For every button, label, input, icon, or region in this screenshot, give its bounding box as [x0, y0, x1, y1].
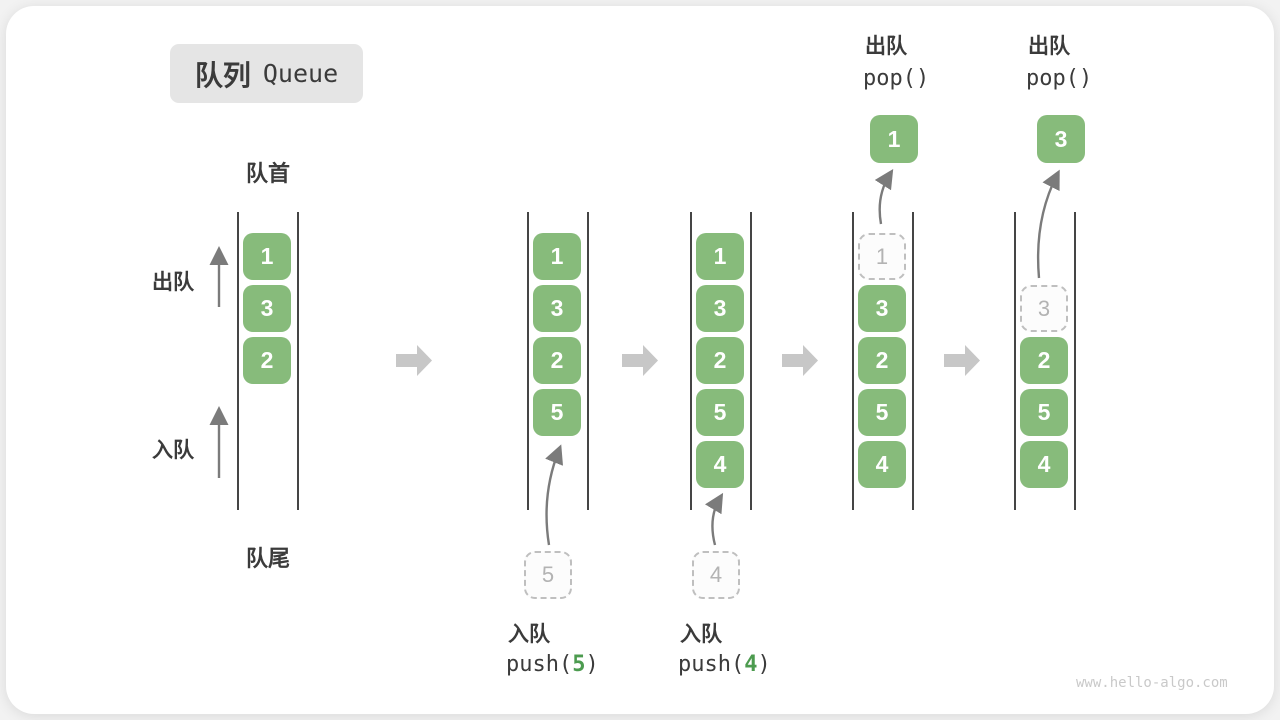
queue-item: 1 — [243, 233, 291, 280]
popped-item: 3 — [1037, 115, 1085, 163]
queue-wall — [297, 212, 299, 510]
label-queue-front: 队首 — [245, 161, 291, 186]
step-arrow-icon — [396, 345, 432, 376]
queue-wall — [1014, 212, 1016, 510]
op-code-push: push(4) — [678, 652, 771, 677]
queue-item: 2 — [696, 337, 744, 384]
queue-item-ghost: 3 — [1020, 285, 1068, 332]
queue-item: 2 — [858, 337, 906, 384]
label-dequeue: 出队 — [152, 271, 194, 294]
queue-item: 5 — [1020, 389, 1068, 436]
queue-wall — [237, 212, 239, 510]
popped-item: 1 — [870, 115, 918, 163]
queue-item: 2 — [1020, 337, 1068, 384]
step-arrow-icon — [944, 345, 980, 376]
label-queue-rear: 队尾 — [245, 546, 291, 571]
queue-item: 3 — [533, 285, 581, 332]
step-arrow-icon — [622, 345, 658, 376]
op-label-enqueue: 入队 — [508, 623, 550, 646]
queue-wall — [1074, 212, 1076, 510]
incoming-item-ghost: 4 — [692, 551, 740, 599]
op-code-push: push(5) — [506, 652, 599, 677]
label-enqueue: 入队 — [152, 439, 194, 462]
title-zh: 队列 — [194, 59, 251, 91]
pop-3-arrow-icon — [1036, 169, 1060, 279]
op-label-dequeue: 出队 — [1028, 35, 1070, 58]
title-en: Queue — [262, 59, 339, 88]
title-badge: 队列 Queue — [170, 44, 363, 103]
op-label-enqueue: 入队 — [680, 623, 722, 646]
watermark: www.hello-algo.com — [1076, 675, 1228, 691]
queue-item: 2 — [243, 337, 291, 384]
queue-wall — [690, 212, 692, 510]
queue-item: 2 — [533, 337, 581, 384]
queue-item-ghost: 1 — [858, 233, 906, 280]
queue-item: 5 — [696, 389, 744, 436]
queue-wall — [912, 212, 914, 510]
queue-item: 5 — [858, 389, 906, 436]
push-5-arrow-icon — [545, 444, 564, 546]
incoming-item-ghost: 5 — [524, 551, 572, 599]
queue-item: 5 — [533, 389, 581, 436]
queue-item: 3 — [243, 285, 291, 332]
queue-wall — [587, 212, 589, 510]
queue-item: 4 — [858, 441, 906, 488]
pop-1-arrow-icon — [874, 168, 894, 225]
queue-item: 4 — [696, 441, 744, 488]
queue-wall — [750, 212, 752, 510]
queue-wall — [852, 212, 854, 510]
queue-wall — [527, 212, 529, 510]
queue-item: 3 — [696, 285, 744, 332]
queue-item: 1 — [533, 233, 581, 280]
op-code-pop: pop() — [863, 66, 930, 91]
op-code-pop: pop() — [1026, 66, 1093, 91]
op-label-dequeue: 出队 — [865, 35, 907, 58]
queue-item: 4 — [1020, 441, 1068, 488]
queue-item: 1 — [696, 233, 744, 280]
step-arrow-icon — [782, 345, 818, 376]
push-4-arrow-icon — [704, 492, 724, 546]
queue-item: 3 — [858, 285, 906, 332]
